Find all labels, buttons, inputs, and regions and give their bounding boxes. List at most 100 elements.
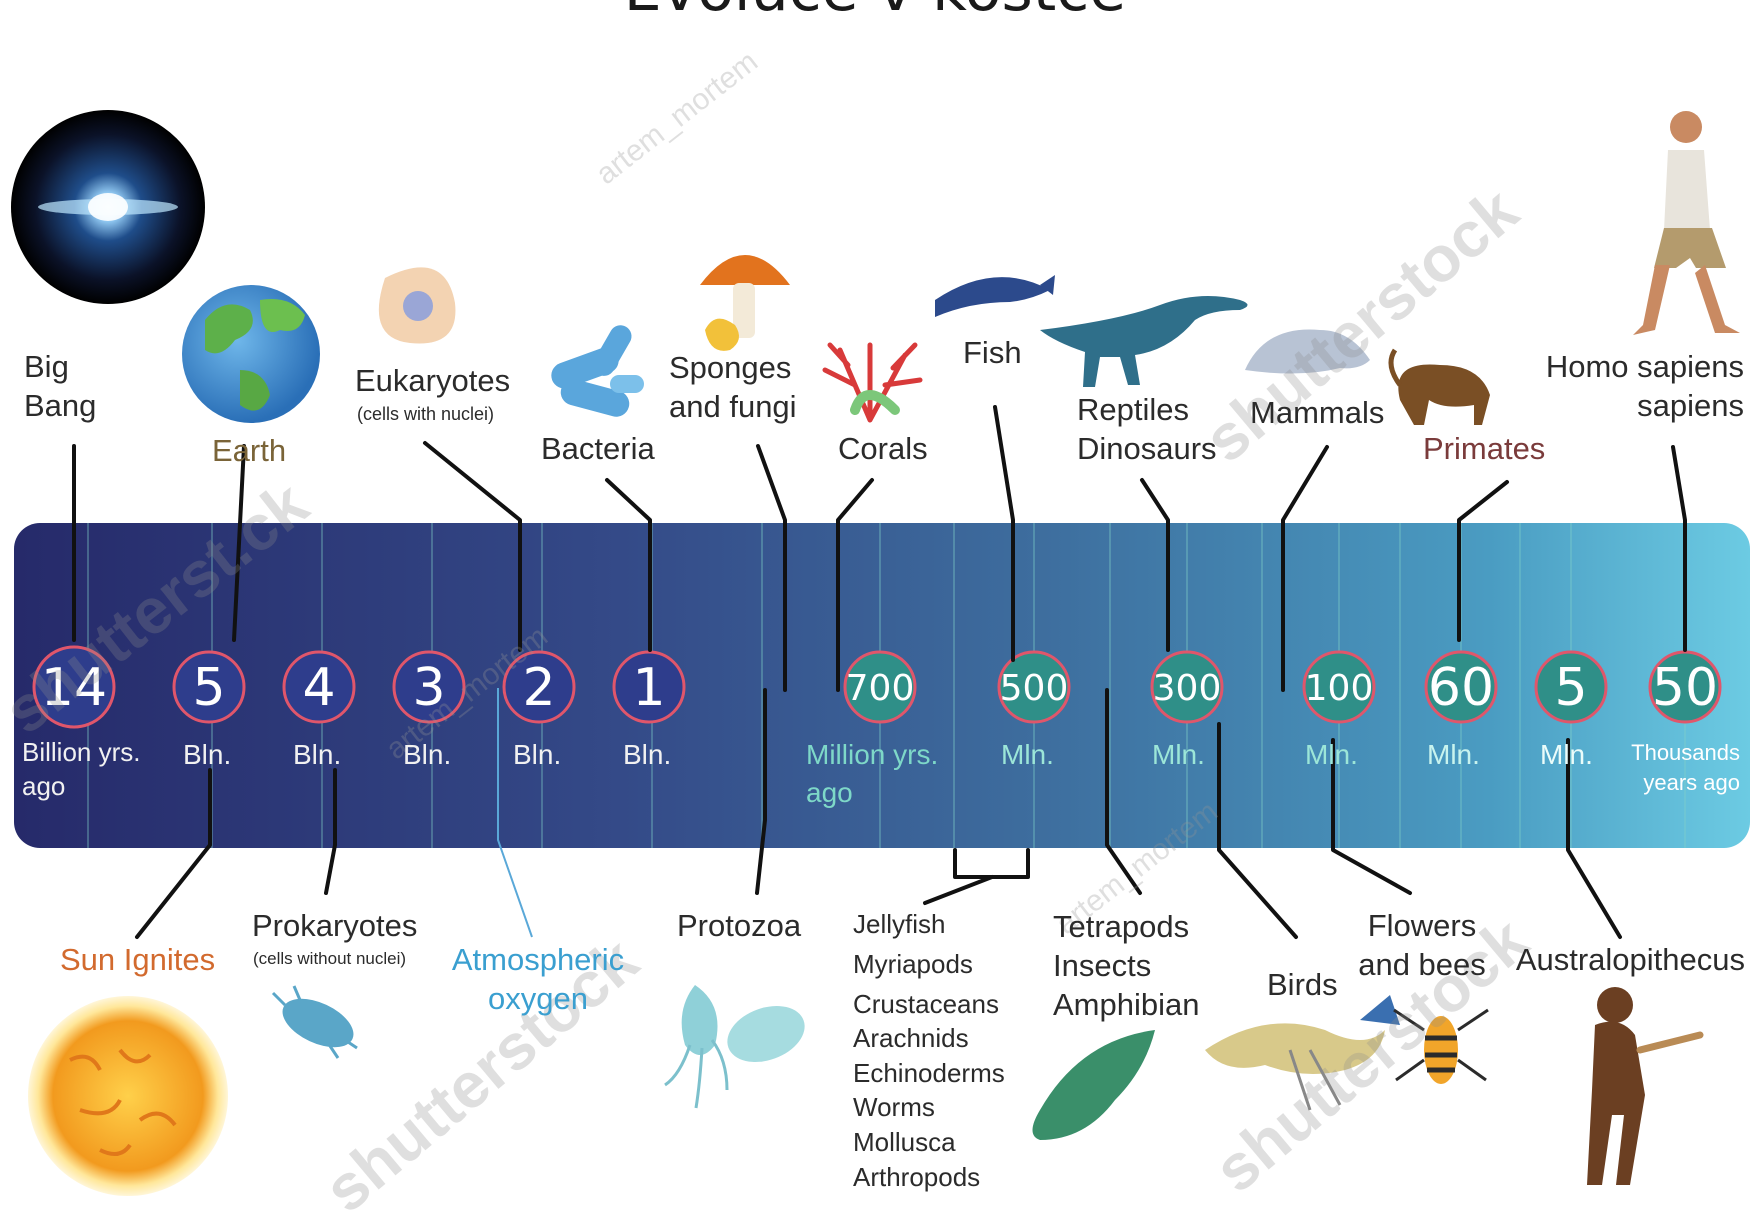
marker-circle — [1150, 650, 1224, 724]
label-atmospheric-oxygen: Atmospheric — [451, 942, 625, 977]
marker-unit: Mln. — [1540, 739, 1593, 770]
label-flowers-bees: and bees — [1358, 947, 1486, 982]
marker-value: 50 — [1652, 658, 1718, 718]
label-primates: Primates — [1423, 431, 1546, 466]
label-tetrapods: Insects — [1053, 948, 1152, 983]
list-item: Arthropods — [853, 1162, 981, 1192]
label-sponges: Sponges — [669, 350, 792, 385]
label-prokaryotes: Prokaryotes — [252, 908, 418, 943]
label-bacteria: Bacteria — [541, 431, 655, 466]
marker-unit: Bln. — [623, 739, 672, 770]
label-prokaryotes-note: (cells without nuclei) — [253, 949, 407, 968]
label-tetrapods: Tetrapods — [1053, 909, 1190, 944]
protozoa-icon — [664, 985, 805, 1109]
man-icon — [1633, 111, 1740, 335]
earth-icon — [182, 285, 320, 423]
cell-icon — [378, 267, 456, 344]
marker-circle — [612, 650, 686, 724]
bacteria-icon — [551, 325, 644, 417]
marker-value: 60 — [1428, 658, 1494, 718]
marker-unit: Million yrs. — [806, 739, 939, 770]
marker-value: 700 — [846, 668, 915, 709]
dinosaur-icon — [1040, 296, 1248, 387]
marker-circle — [1534, 650, 1608, 724]
label-birds: Birds — [1267, 967, 1338, 1002]
monkey-icon — [1388, 348, 1490, 425]
marker-unit: Mln. — [1427, 739, 1480, 770]
label-reptiles: Reptiles — [1077, 392, 1189, 427]
label-protozoa: Protozoa — [677, 908, 802, 943]
label-australopithecus: Australopithecus — [1515, 942, 1745, 977]
label-sun-ignites: Sun Ignites — [60, 942, 216, 977]
prokaryote-icon — [271, 985, 358, 1059]
marker-circle — [502, 650, 576, 724]
marker-value: 100 — [1305, 668, 1374, 709]
list-item: Jellyfish — [853, 909, 946, 939]
coral-icon — [822, 342, 923, 423]
marker-circle — [282, 650, 356, 724]
label-tetrapods: Amphibian — [1053, 987, 1200, 1022]
galaxy-icon — [11, 110, 205, 304]
marker-circle — [32, 645, 116, 729]
hominid-icon — [1587, 987, 1704, 1185]
marker-unit: years ago — [1643, 770, 1740, 795]
label-big-bang: Big — [24, 349, 69, 384]
marker-unit: ago — [806, 777, 853, 808]
oxygen-connector — [497, 688, 533, 938]
connector-lines — [72, 405, 1687, 939]
list-item: Echinoderms — [853, 1058, 1005, 1088]
label-eukaryotes-note: (cells with nuclei) — [357, 404, 495, 424]
marker-circle — [172, 650, 246, 724]
marker-unit: Billion yrs. — [22, 737, 141, 767]
marker-value: 3 — [412, 658, 445, 718]
marker-value: 14 — [41, 658, 107, 718]
mushroom-icon — [700, 255, 790, 351]
marker-value: 5 — [192, 658, 225, 718]
label-corals: Corals — [838, 431, 928, 466]
sun-icon — [28, 996, 228, 1196]
marker-unit: Thousands — [1631, 740, 1740, 765]
marker-circle — [997, 650, 1071, 724]
label-homo-sapiens: sapiens — [1637, 388, 1744, 423]
marker-unit: ago — [22, 771, 66, 801]
list-item: Myriapods — [853, 949, 973, 979]
marker-circle — [1302, 650, 1376, 724]
label-sponges: and fungi — [669, 389, 797, 424]
label-atmospheric-oxygen: oxygen — [488, 981, 588, 1016]
marker-unit: Bln. — [513, 739, 562, 770]
label-eukaryotes: Eukaryotes — [355, 363, 511, 398]
label-mammals: Mammals — [1250, 395, 1385, 430]
marker-circle — [843, 650, 917, 724]
marker-circle — [392, 650, 466, 724]
list-item: Mollusca — [853, 1127, 956, 1157]
marker-circle — [1424, 650, 1498, 724]
marker-value: 1 — [632, 658, 665, 718]
label-earth: Earth — [212, 433, 287, 468]
marker-value: 2 — [522, 658, 555, 718]
marker-value: 500 — [1000, 668, 1069, 709]
marker-unit: Bln. — [403, 739, 452, 770]
marker-unit: Mln. — [1152, 739, 1205, 770]
rodent-icon — [1245, 329, 1370, 374]
label-big-bang: Bang — [24, 388, 97, 423]
label-reptiles: Dinosaurs — [1077, 431, 1217, 466]
label-flowers-bees: Flowers — [1367, 908, 1477, 943]
label-fish: Fish — [963, 335, 1022, 370]
marker-unit: Bln. — [183, 739, 232, 770]
list-item: Worms — [853, 1092, 935, 1122]
bee-icon — [1393, 1008, 1489, 1084]
fish-icon — [935, 275, 1055, 317]
marker-unit: Mln. — [1001, 739, 1054, 770]
marker-value: 300 — [1153, 668, 1222, 709]
marker-unit: Mln. — [1305, 739, 1358, 770]
list-item: Arachnids — [853, 1023, 969, 1053]
marker-value: 4 — [302, 658, 335, 718]
list-item: Crustaceans — [853, 989, 999, 1019]
label-homo-sapiens: Homo sapiens — [1545, 349, 1744, 384]
marker-unit: Bln. — [293, 739, 342, 770]
amphibian-icon — [1032, 1030, 1155, 1140]
page-title: Evoluce v kostce — [0, 0, 1750, 20]
